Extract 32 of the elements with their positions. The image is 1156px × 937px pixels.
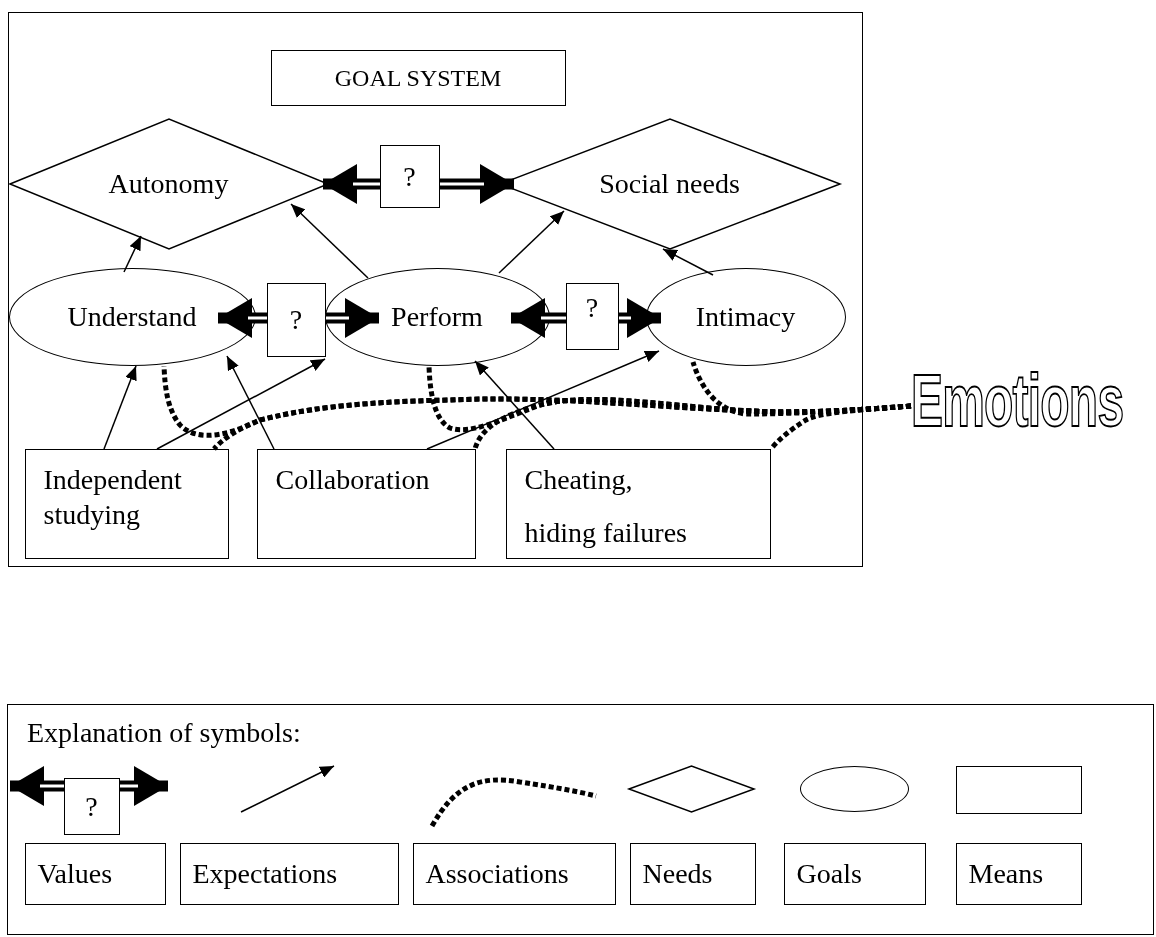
diamond-symbol [628,765,754,812]
arrow [226,355,275,450]
means-box: Cheating, hiding failures [505,448,771,559]
legend-box: Expectations [179,842,399,905]
legend-heading: Explanation of symbols: [27,717,301,749]
title-box: GOAL SYSTEM [270,49,566,106]
value-box: ? [266,282,326,357]
arrow [662,248,714,276]
rectangle-symbol [955,765,1082,814]
emotions-label: Emotions [911,362,1124,440]
arrow [426,350,660,450]
value-box: ? [379,144,440,208]
arrow [123,235,142,273]
value-box: ? [63,777,120,835]
means-box: Collaboration [256,448,476,559]
arrow [474,360,555,450]
legend-panel [7,704,1154,935]
dotted-association-line [769,403,912,451]
arrow [103,365,137,450]
value-box: ? [565,282,619,350]
legend-box: Means [955,842,1082,905]
goal-ellipse: Perform [324,267,550,366]
means-box: Independent studying [24,448,229,559]
diagram-frame [8,12,863,567]
legend-box: Associations [412,842,616,905]
arrow [498,210,565,274]
goal-ellipse: Understand [8,267,256,366]
legend-box: Values [24,842,166,905]
legend-box: Goals [783,842,926,905]
arrow [156,358,326,450]
arrow [290,203,369,279]
legend-box: Needs [629,842,756,905]
